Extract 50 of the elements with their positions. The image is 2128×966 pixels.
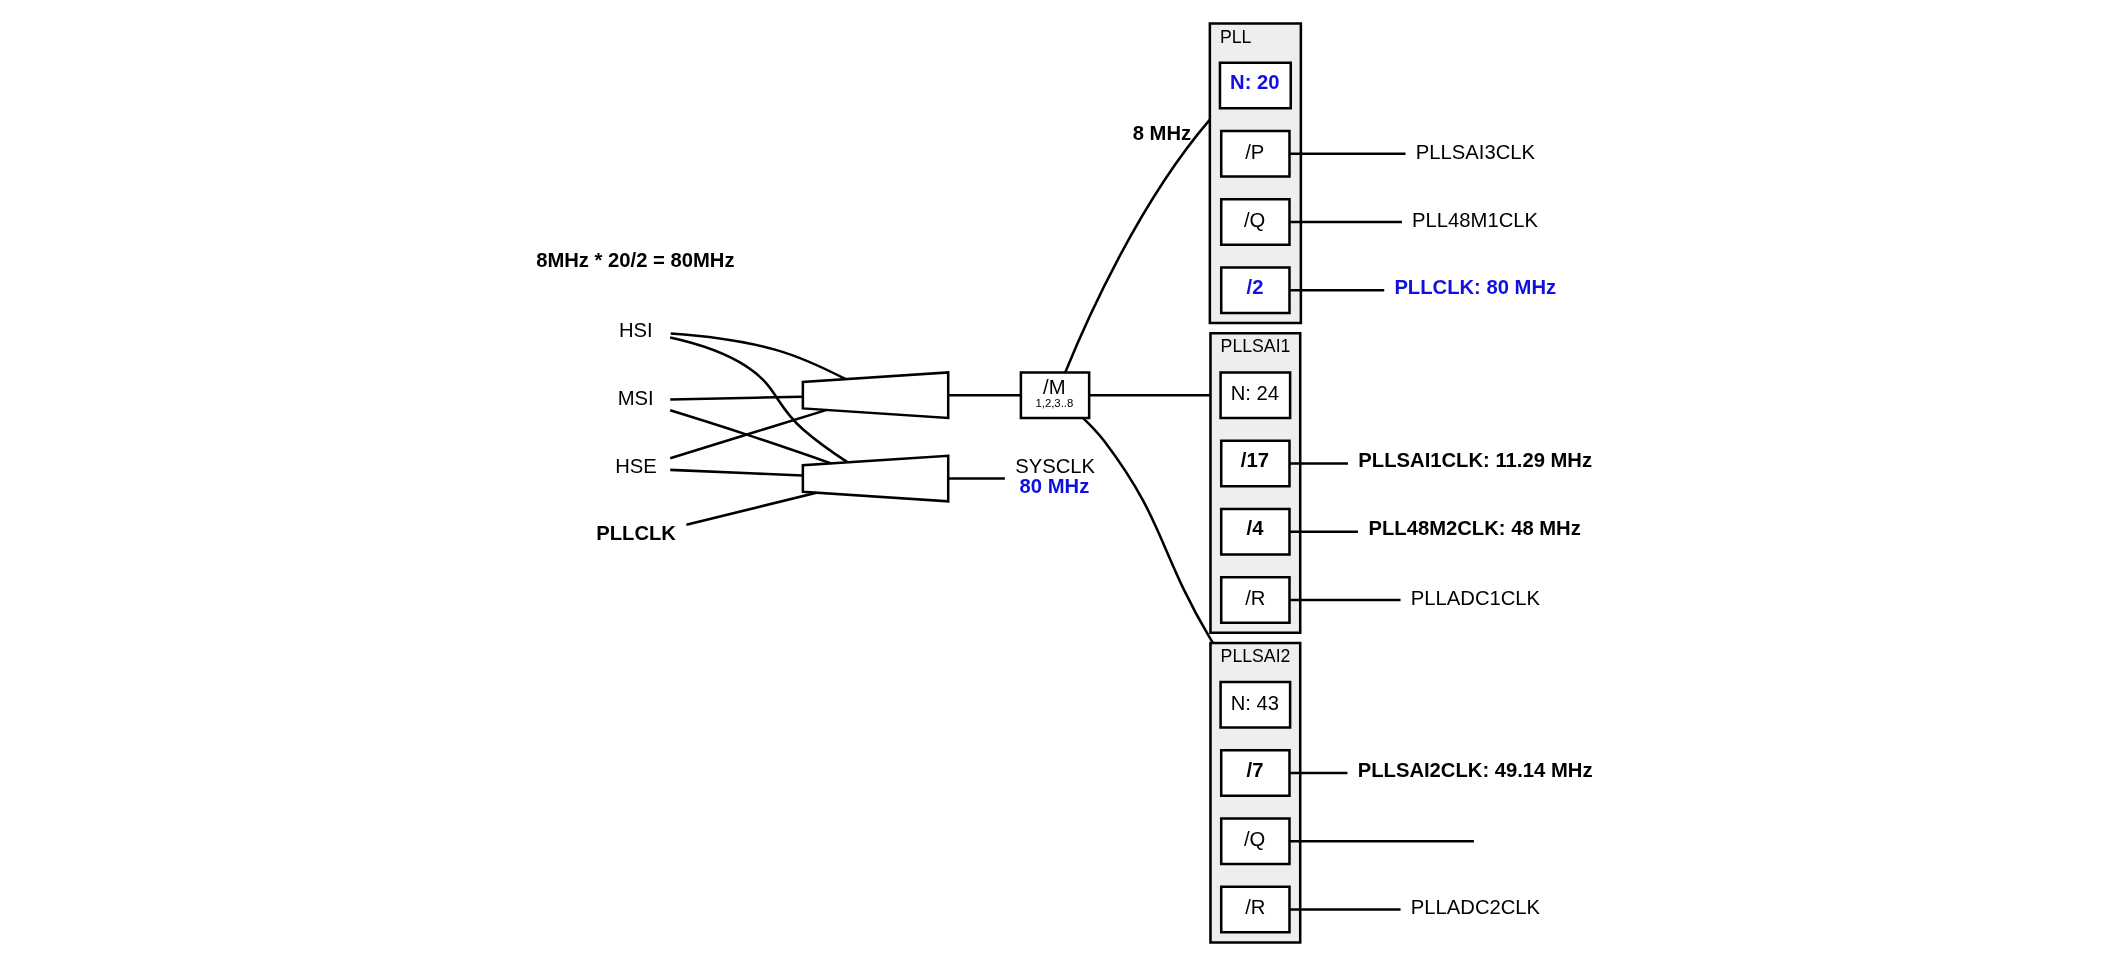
node-trapezoid: [801, 371, 949, 420]
node-text: PLLCLK: 80 MHz: [1393, 275, 1556, 298]
node-box: /M 1,2,3..8: [1019, 371, 1090, 420]
connector: [1289, 908, 1401, 911]
node-text: HSI: [618, 318, 653, 341]
connector: [1289, 462, 1348, 465]
node-label: 80 MHz: [1019, 475, 1089, 498]
connector: [669, 395, 803, 401]
node-box: /17: [1219, 439, 1291, 488]
connector: [947, 477, 1005, 480]
node-box: /Q: [1219, 817, 1291, 866]
node-text: PLLSAI1CLK: 11.29 MHz: [1357, 448, 1592, 471]
node-text: PLLADC1CLK: [1410, 586, 1540, 609]
node-text: PLLADC2CLK: [1410, 896, 1540, 919]
node-text: MSI: [617, 387, 654, 410]
node-trapezoid: [801, 454, 949, 503]
node-text: PLLSAI3CLK: [1415, 140, 1535, 163]
node-text: PLLSAI2CLK: 49.14 MHz: [1357, 758, 1593, 781]
node-box: /P: [1219, 129, 1291, 178]
node-text: PLLCLK: [595, 522, 676, 545]
connector: [670, 332, 846, 381]
node-text: SYSCLK: [1014, 455, 1095, 478]
connector: [1289, 530, 1358, 533]
connector: [1289, 289, 1384, 292]
label: 8MHz * 20/2 = 80MHz: [535, 249, 735, 272]
connector: [1081, 417, 1214, 644]
edge-label: 8 MHz: [1132, 121, 1191, 144]
connector: [947, 393, 1021, 397]
connector: [1088, 393, 1210, 397]
connector: [1289, 771, 1347, 775]
node-box: N: 20: [1218, 61, 1292, 110]
connector: [669, 468, 803, 477]
connector: [1289, 220, 1402, 224]
connector: [1289, 598, 1401, 602]
node-box: /2: [1219, 266, 1291, 315]
node-box: /Q: [1219, 197, 1291, 246]
node-box: N: 43: [1218, 680, 1291, 729]
node-box: /R: [1219, 885, 1291, 934]
connector: [685, 491, 817, 526]
connector: [1289, 840, 1474, 843]
node-text: PLL48M2CLK: 48 MHz: [1367, 517, 1581, 540]
node-text: HSE: [614, 455, 657, 478]
node-box: /4: [1219, 507, 1291, 556]
connector: [669, 336, 848, 464]
node-box: /7: [1219, 749, 1291, 798]
node-box: N: 24: [1218, 371, 1291, 420]
connector: [1289, 152, 1406, 155]
node-box: /R: [1219, 575, 1291, 624]
connector: [1063, 118, 1211, 373]
node-text: PLL48M1CLK: [1411, 208, 1538, 231]
